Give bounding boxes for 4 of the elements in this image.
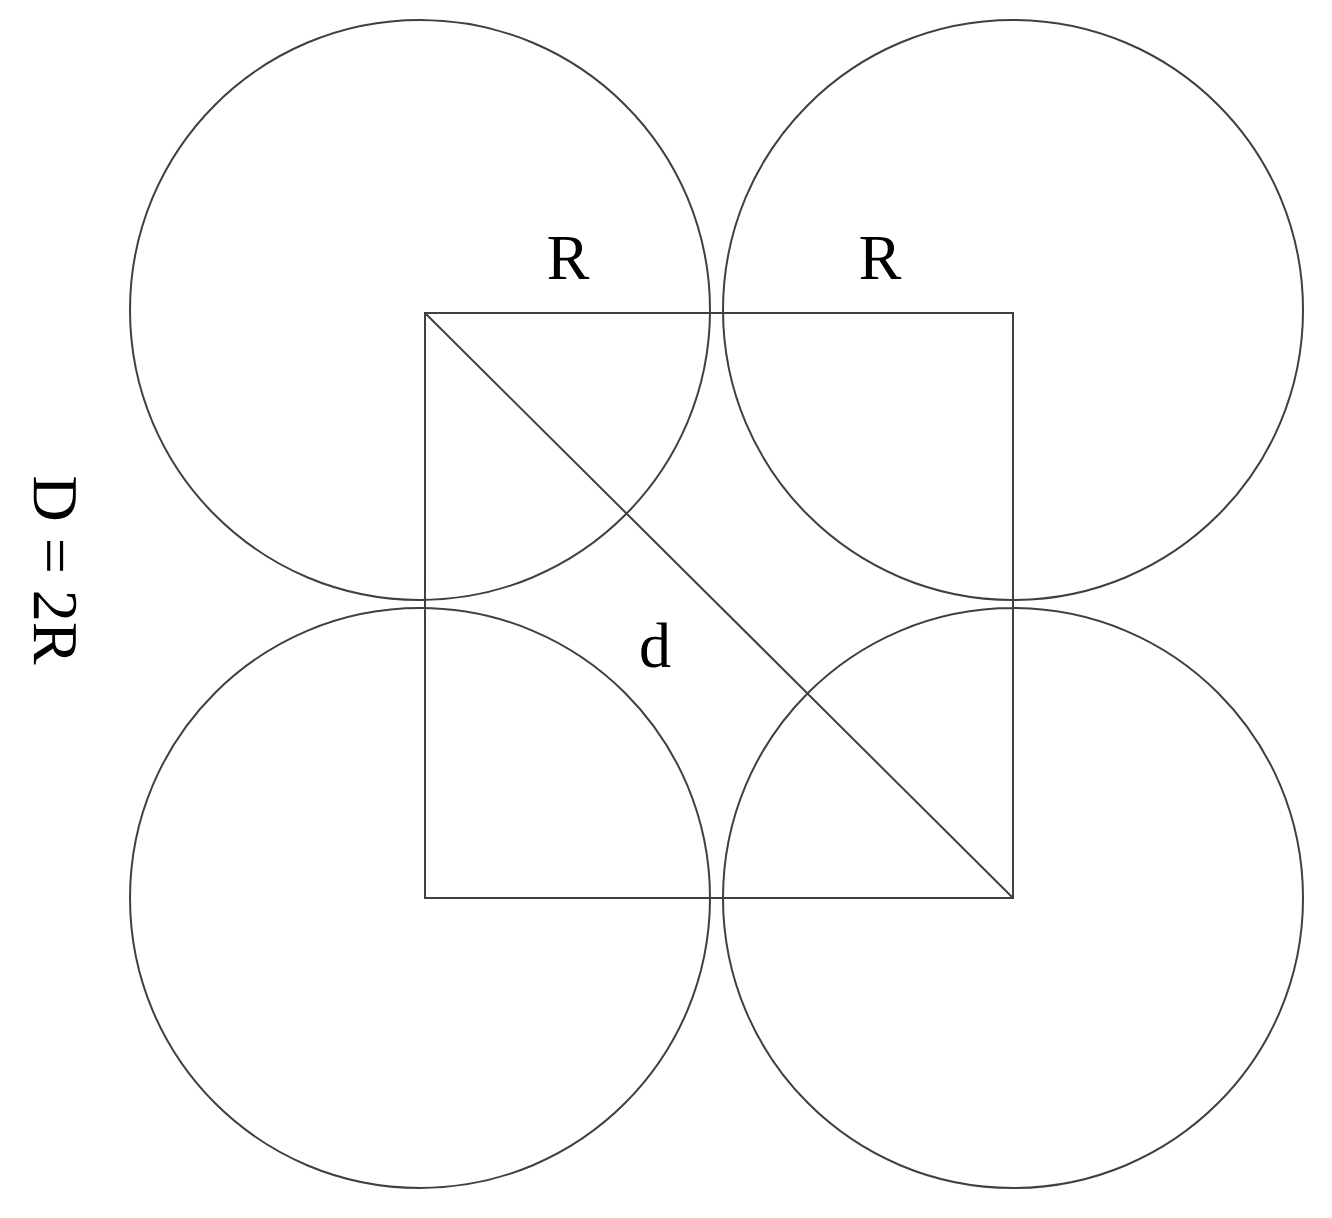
dimension-label: d	[641, 622, 671, 668]
dimension-label: D = 2R	[33, 477, 77, 665]
dimension-label: R	[548, 237, 590, 279]
dimension-label: R	[860, 237, 902, 279]
